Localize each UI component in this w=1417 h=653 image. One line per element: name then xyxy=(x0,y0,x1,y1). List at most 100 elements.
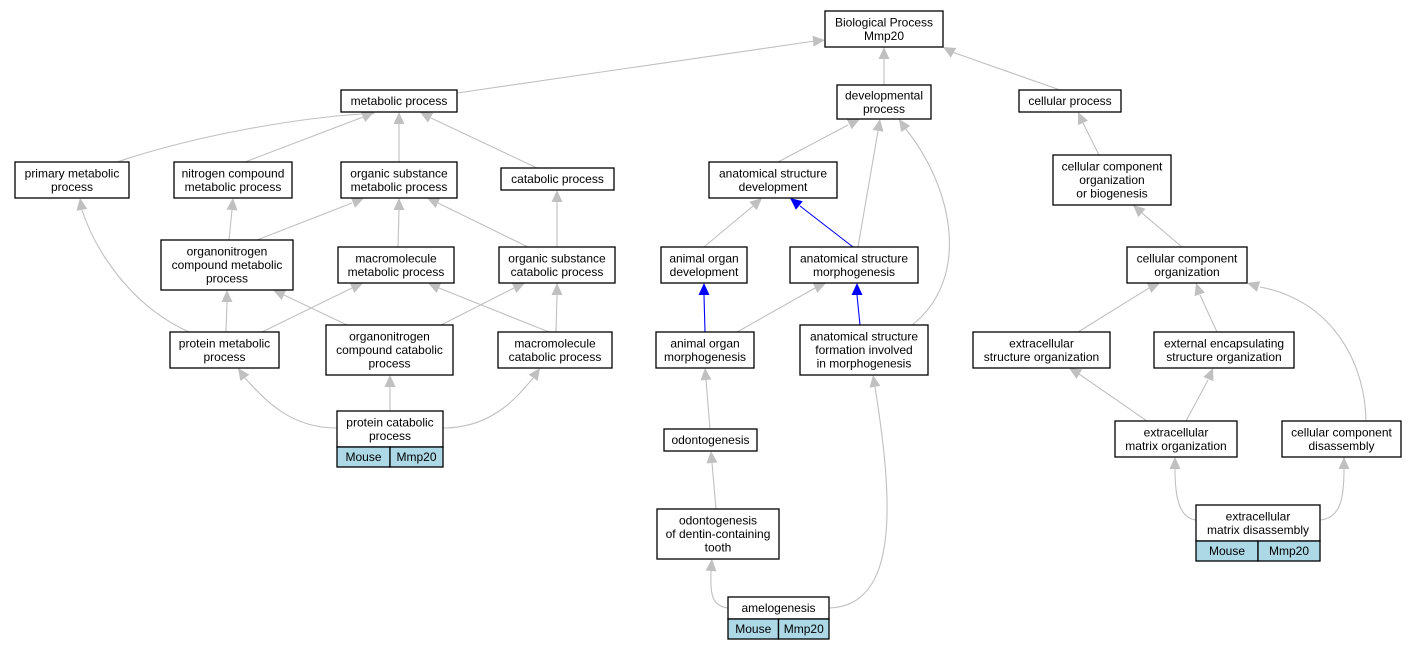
edge-line xyxy=(438,287,550,333)
node-label-line: disassembly xyxy=(1308,439,1374,453)
arrowhead xyxy=(878,47,890,59)
node-label-line: tooth xyxy=(705,541,732,555)
edge-line xyxy=(442,377,534,429)
edge-line xyxy=(397,209,400,248)
arrowhead xyxy=(749,198,762,211)
node-label-line: catabolic process xyxy=(509,350,602,364)
edge-amelo-to-asf xyxy=(828,375,888,609)
node-label-line: nitrogen compound xyxy=(182,166,285,180)
node-label-line: anatomical structure xyxy=(800,251,908,265)
node-catabolic[interactable]: catabolic process xyxy=(500,167,615,191)
edge-line xyxy=(1319,468,1345,521)
arrowhead xyxy=(1146,282,1160,293)
node-cellular[interactable]: cellular process xyxy=(1018,89,1122,113)
edge-line xyxy=(703,205,754,248)
node-metabolic[interactable]: metabolic process xyxy=(340,89,458,113)
edge-developmental-to-bp xyxy=(878,47,890,85)
edge-macro_meta-to-organic_sub xyxy=(393,198,405,248)
edge-line xyxy=(261,287,353,333)
arrowhead xyxy=(1247,281,1261,292)
node-label-line: odontogenesis xyxy=(679,514,757,528)
edge-asf-to-developmental xyxy=(899,119,950,326)
edge-organic_sub-to-metabolic xyxy=(393,112,405,162)
node-box xyxy=(337,246,455,284)
edge-prot_meta-to-primary xyxy=(76,198,190,333)
tag-cell xyxy=(777,618,830,640)
node-box xyxy=(799,324,929,376)
node-box xyxy=(497,331,613,369)
node-label-line: cellular component xyxy=(1137,251,1238,265)
node-label-line: formation involved xyxy=(815,343,912,357)
edge-line xyxy=(456,40,816,94)
node-box xyxy=(824,10,944,48)
arrowhead xyxy=(226,198,238,211)
arrowhead xyxy=(360,111,374,122)
edge-asd-to-developmental xyxy=(777,119,860,163)
edge-line xyxy=(225,301,228,333)
node-box xyxy=(340,161,458,199)
edge-odonto_dct-to-odonto xyxy=(706,451,718,510)
edge-line xyxy=(703,294,706,333)
edge-line xyxy=(116,113,363,163)
gene-tag: Mmp20 xyxy=(396,450,436,464)
node-label-line: metabolic process xyxy=(185,180,282,194)
gene-tag: Mmp20 xyxy=(1269,544,1309,558)
edge-aom-to-aod xyxy=(698,283,710,333)
tag-cell xyxy=(389,446,444,468)
node-label-line: cellular component xyxy=(1062,160,1163,174)
edge-line xyxy=(283,294,348,326)
arrowhead xyxy=(943,47,957,58)
node-box xyxy=(498,246,616,284)
node-label-line: macromolecule xyxy=(514,336,596,350)
node-box xyxy=(325,324,454,376)
node-label-line: protein metabolic xyxy=(179,336,270,350)
species-tag: Mouse xyxy=(735,622,771,636)
node-label-line: Mmp20 xyxy=(864,29,904,43)
node-box xyxy=(340,89,458,113)
edge-emo-to-eeso xyxy=(1185,368,1214,422)
edge-prot_meta-to-macro_meta xyxy=(261,282,363,333)
node-box xyxy=(660,246,748,284)
edge-line xyxy=(828,386,888,609)
node-odonto[interactable]: odontogenesis xyxy=(663,428,758,452)
node-box xyxy=(655,331,755,369)
edge-line xyxy=(777,124,849,163)
arrowhead xyxy=(812,35,825,47)
edge-prot_cat-to-macro_cat xyxy=(442,368,540,429)
arrowhead xyxy=(551,283,563,295)
edge-prot_meta-to-orgN_meta xyxy=(221,290,233,333)
edge-emo-to-eso xyxy=(1069,368,1148,422)
edge-line xyxy=(1259,286,1367,422)
arrowhead xyxy=(420,112,434,123)
node-label-line: cellular process xyxy=(1028,94,1111,108)
arrowhead xyxy=(1133,205,1146,218)
edge-macro_cat-to-macro_meta xyxy=(428,282,550,333)
edge-emd-to-emo xyxy=(1169,457,1197,521)
